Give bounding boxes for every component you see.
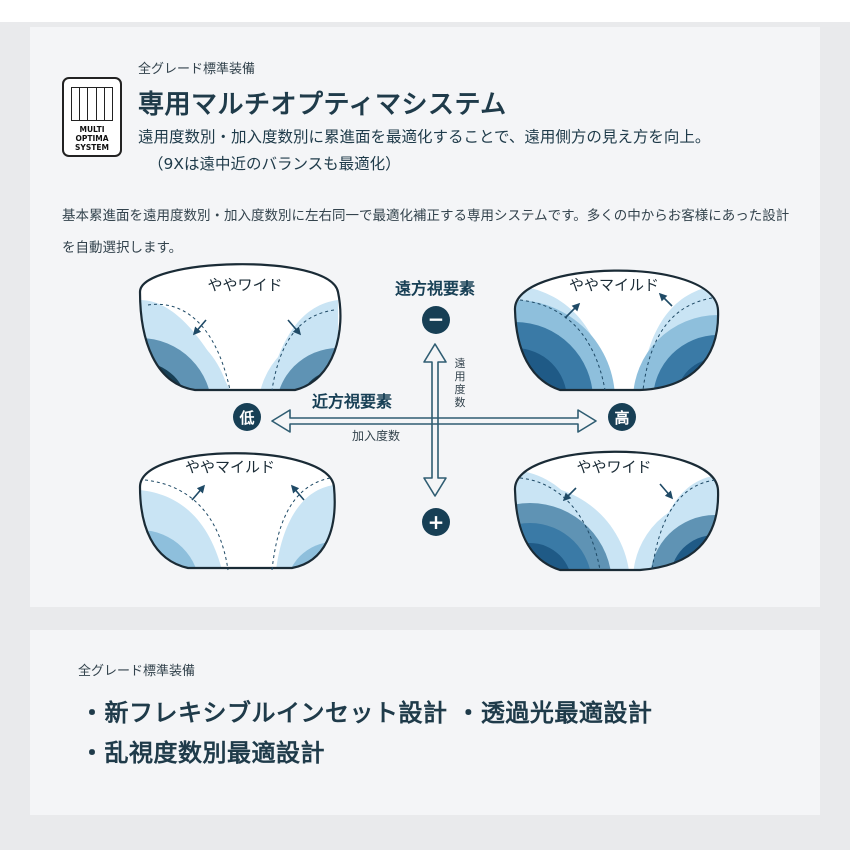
multi-optima-logo: MULTI OPTIMA SYSTEM xyxy=(62,77,122,157)
svg-text:度: 度 xyxy=(455,382,466,396)
svg-text:用: 用 xyxy=(455,370,466,383)
feature-line-1: ・新フレキシブルインセット設計 ・透過光最適設計 xyxy=(80,699,653,727)
features-panel xyxy=(30,630,820,815)
lens-bottom-left: ややマイルド xyxy=(138,452,336,571)
subtitle-line1: 遠用度数別・加入度数別に累進面を最適化することで、遠用側方の見え方を向上。 xyxy=(138,128,711,146)
lens-top-right-label: ややマイルド xyxy=(569,276,659,294)
description: 基本累進面を遠用度数別・加入度数別に左右同一で最適化補正する専用システムです。多… xyxy=(62,208,790,256)
plus-circle-icon xyxy=(422,508,450,536)
far-element-label: 遠方視要素 xyxy=(395,279,475,298)
lens-bottom-right: ややワイド xyxy=(513,450,720,572)
lens-top-left-label: ややワイド xyxy=(207,276,282,294)
top-strip xyxy=(0,0,850,22)
minus-circle-icon xyxy=(422,306,450,334)
page-title: 専用マルチオプティマシステム xyxy=(138,90,507,120)
feature-line-2: ・乱視度数別最適設計 xyxy=(80,739,325,767)
grade-label: 全グレード標準装備 xyxy=(138,62,256,77)
logo-text: MULTI OPTIMA SYSTEM xyxy=(75,125,109,152)
addition-power-label: 加入度数 xyxy=(352,428,400,443)
vertical-axis-arrow xyxy=(423,343,447,497)
features-grade-label: 全グレード標準装備 xyxy=(78,664,196,679)
near-element-label: 近方視要素 xyxy=(312,392,392,411)
subtitle-line2: （9Xは遠中近のバランスも最適化） xyxy=(148,155,401,173)
svg-text:数: 数 xyxy=(455,396,466,409)
minus-symbol: − xyxy=(428,307,445,331)
plus-symbol: + xyxy=(428,510,445,534)
low-label: 低 xyxy=(238,409,254,427)
logo-bars-icon xyxy=(71,87,113,121)
lens-bottom-right-label: ややワイド xyxy=(576,458,651,476)
distance-power-label: 遠 用 度 数 xyxy=(455,357,466,409)
svg-text:遠: 遠 xyxy=(455,357,466,370)
low-badge xyxy=(233,403,261,431)
lens-bottom-left-label: ややマイルド xyxy=(185,458,275,476)
high-label: 高 xyxy=(614,409,629,427)
high-badge xyxy=(608,403,636,431)
horizontal-axis-arrow xyxy=(271,409,597,433)
